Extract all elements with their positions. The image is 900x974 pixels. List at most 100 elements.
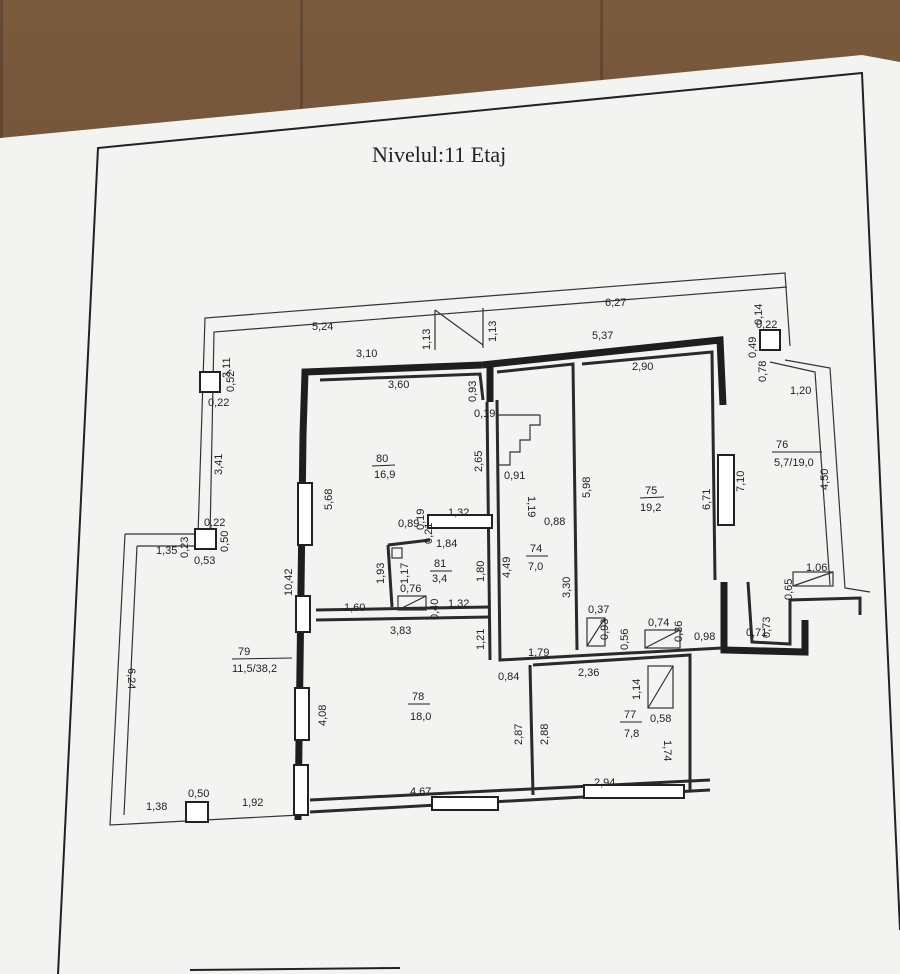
staircase bbox=[434, 308, 541, 466]
dimension-label: 4,50 bbox=[819, 469, 831, 490]
dimension-label: 0,65 bbox=[783, 579, 795, 600]
dimension-label: 1,14 bbox=[631, 679, 643, 700]
dimension-label: 0,93 bbox=[467, 381, 479, 402]
dimension-label: 5,98 bbox=[581, 477, 593, 498]
room-label-text: 81 bbox=[434, 558, 446, 570]
room-label-text: 3,4 bbox=[432, 573, 447, 585]
dimension-label: 0,36 bbox=[673, 621, 685, 642]
plan-title: Nivelul:11 Etaj bbox=[372, 142, 506, 167]
room-label-text: 75 bbox=[645, 485, 657, 497]
dimension-label: 2,88 bbox=[539, 724, 551, 745]
dimension-label: 1,21 bbox=[475, 629, 487, 650]
dimension-label: 0,22 bbox=[204, 517, 225, 529]
dimension-label: 0,73 bbox=[761, 617, 773, 638]
dimension-label: 0,88 bbox=[544, 516, 565, 528]
room-77: 77 7,8 bbox=[620, 709, 642, 740]
dimension-label: 4,67 bbox=[410, 786, 431, 798]
exterior-outline bbox=[109, 272, 871, 826]
dimension-label: 6,71 bbox=[701, 489, 713, 510]
dimension-label: 1,20 bbox=[790, 385, 811, 397]
dimension-label: 0,19 bbox=[474, 408, 495, 420]
dimension-label: 0,91 bbox=[504, 470, 525, 482]
room-label-text: 80 bbox=[376, 453, 388, 465]
room-labels: 80 16,9 81 3,4 74 7,0 75 19,2 76 5,7/19,… bbox=[231, 439, 822, 740]
dimension-label: 0,21 bbox=[423, 523, 435, 544]
dimension-label: 0,14 bbox=[753, 304, 765, 325]
room-label-text: 19,2 bbox=[640, 502, 661, 514]
dimension-label: 0,98 bbox=[694, 631, 715, 643]
dimension-label: 1,84 bbox=[436, 538, 457, 550]
dimension-label: 3,10 bbox=[356, 348, 377, 360]
dimension-label: 10,42 bbox=[283, 568, 295, 596]
windows bbox=[293, 454, 735, 816]
dimension-label: 1,32 bbox=[448, 507, 469, 519]
dimension-label: 5,68 bbox=[323, 489, 335, 510]
dimension-labels: 6,27 5,24 1,13 1,13 5,37 0,14 0,22 3,10 … bbox=[125, 297, 831, 813]
dimension-label: 1,17 bbox=[399, 563, 411, 584]
dimension-label: 0,50 bbox=[188, 788, 209, 800]
dimension-label: 1,60 bbox=[344, 602, 365, 614]
dimension-label: 0,89 bbox=[398, 518, 419, 530]
room-label-text: 79 bbox=[238, 646, 250, 658]
room-78: 78 18,0 bbox=[408, 691, 431, 723]
dimension-label: 7,10 bbox=[735, 471, 747, 492]
room-76: 76 5,7/19,0 bbox=[772, 439, 822, 469]
dimension-label: 1,74 bbox=[661, 740, 673, 761]
dimension-label: 1,38 bbox=[146, 801, 167, 813]
room-74: 74 7,0 bbox=[526, 543, 548, 573]
dimension-label: 6,27 bbox=[605, 297, 626, 309]
thin-walls bbox=[309, 350, 862, 814]
dimension-label: 3,30 bbox=[561, 577, 573, 598]
dimension-label: 2,94 bbox=[594, 777, 615, 789]
dimension-label: 0,22 bbox=[756, 319, 777, 331]
dimension-label: 1,79 bbox=[528, 647, 549, 659]
shafts bbox=[391, 547, 834, 709]
dimension-label: 3,60 bbox=[388, 379, 409, 391]
dimension-label: 0,40 bbox=[429, 599, 441, 620]
dimension-label: 1,19 bbox=[525, 496, 537, 517]
room-label-text: 76 bbox=[776, 439, 788, 451]
dimension-label: 1,32 bbox=[448, 598, 469, 610]
dimension-label: 3,41 bbox=[213, 454, 225, 475]
dimension-label: 0,56 bbox=[619, 629, 631, 650]
dimension-label: 2,87 bbox=[513, 724, 525, 745]
dimension-label: 1,80 bbox=[475, 561, 487, 582]
dimension-label: 2,90 bbox=[632, 361, 653, 373]
dimension-label: 2,36 bbox=[578, 667, 599, 679]
dimension-label: 1,13 bbox=[421, 329, 433, 350]
drawing-frame bbox=[57, 71, 900, 974]
dimension-label: 1,92 bbox=[242, 797, 263, 809]
dimension-label: 0,53 bbox=[194, 555, 215, 567]
dimension-label: 0,93 bbox=[599, 619, 611, 640]
room-label-text: 7,8 bbox=[624, 728, 639, 740]
dimension-label: 0,58 bbox=[650, 713, 671, 725]
dimension-label: 0,19 bbox=[415, 509, 427, 530]
room-label-text: 5,7/19,0 bbox=[774, 457, 814, 469]
dimension-label: 1,35 bbox=[156, 545, 177, 557]
dimension-label: 0,84 bbox=[498, 671, 519, 683]
dimension-label: 3,83 bbox=[390, 625, 411, 637]
room-label-text: 74 bbox=[530, 543, 542, 555]
dimension-label: 0,23 bbox=[179, 537, 191, 558]
dimension-label: 3,11 bbox=[221, 357, 233, 378]
dimension-label: 0,50 bbox=[219, 531, 231, 552]
dimension-label: 6,24 bbox=[125, 668, 137, 689]
dimension-label: 1,13 bbox=[487, 321, 499, 342]
room-label-text: 18,0 bbox=[410, 711, 431, 723]
dimension-label: 0,76 bbox=[400, 583, 421, 595]
room-label-text: 78 bbox=[412, 691, 424, 703]
dimension-label: 0,22 bbox=[208, 397, 229, 409]
room-81: 81 3,4 bbox=[430, 558, 452, 585]
dimension-label: 0,74 bbox=[648, 617, 669, 629]
dimension-label: 4,49 bbox=[501, 557, 513, 578]
dimension-label: 0,49 bbox=[747, 337, 759, 358]
room-label-text: 7,0 bbox=[528, 561, 543, 573]
columns bbox=[185, 329, 781, 823]
room-80: 80 16,9 bbox=[371, 453, 395, 481]
dimension-label: 1,93 bbox=[375, 563, 387, 584]
dimension-label: 0,71 bbox=[746, 627, 767, 639]
dimension-label: 4,08 bbox=[317, 705, 329, 726]
dimension-label: 5,24 bbox=[312, 321, 333, 333]
dimension-label: 5,37 bbox=[592, 330, 613, 342]
